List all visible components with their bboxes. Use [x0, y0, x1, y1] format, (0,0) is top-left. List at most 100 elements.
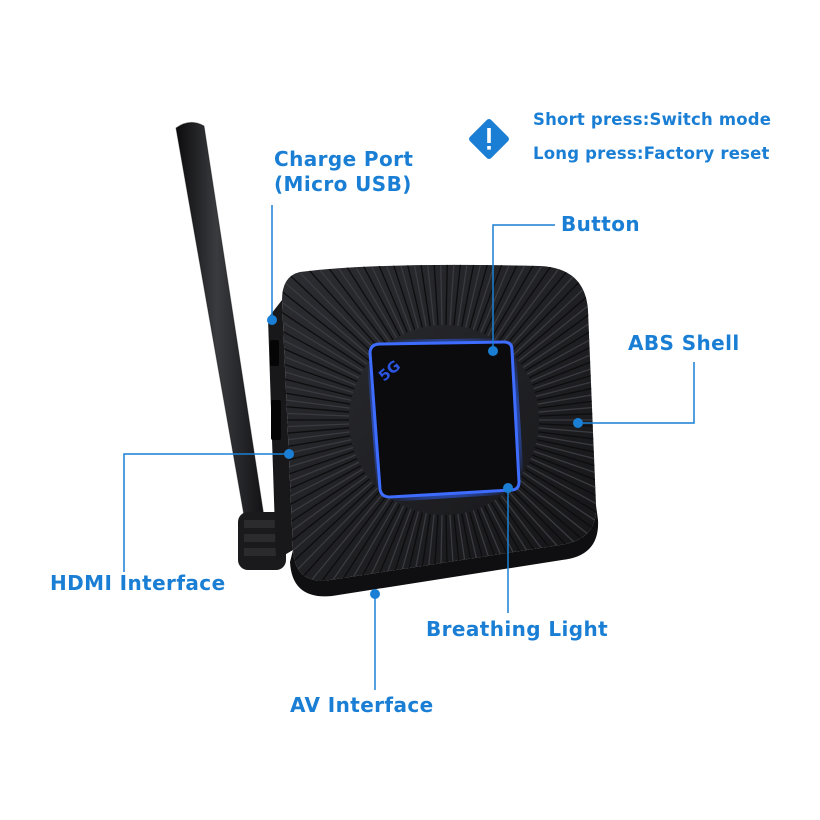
ridge-line [282, 492, 384, 581]
ridge-line [535, 442, 597, 486]
ridge-line [534, 446, 597, 496]
leader-dots [267, 315, 583, 599]
ridge-line [373, 264, 420, 329]
dot-charge-port [267, 315, 277, 325]
ridge-line [480, 264, 546, 333]
ridge-line [449, 264, 461, 326]
ridge-line [538, 431, 597, 454]
ridge-line [394, 513, 427, 581]
dot-button [488, 346, 498, 356]
ridge-line [322, 264, 401, 337]
ridge-line [530, 458, 597, 527]
ridge-line [304, 499, 394, 581]
ridge-line [520, 475, 597, 574]
ridge-line [282, 294, 362, 375]
label-charge-port: Charge Port (Micro USB) [274, 147, 413, 197]
ridge-line [282, 386, 350, 409]
ridge-line [507, 264, 597, 350]
ridge-line [373, 511, 420, 581]
leader-abs-shell [578, 362, 695, 424]
ridge-line [535, 354, 597, 398]
ridge-line [282, 454, 356, 517]
ridge-line [282, 472, 366, 565]
ridge-line [453, 514, 472, 581]
ridge-line [449, 514, 461, 581]
ridge-line [522, 472, 597, 565]
ridge-line [476, 508, 536, 581]
ridge-line [405, 264, 431, 327]
micro-usb-port [270, 340, 279, 366]
ridge-line [282, 435, 351, 465]
ridge-line [416, 514, 435, 581]
label-button: Button [561, 212, 640, 236]
ridge-line [282, 408, 350, 417]
label-hdmi-interface: HDMI Interface [50, 571, 226, 595]
ridge-line [282, 490, 381, 581]
ridge-line [536, 439, 597, 475]
ridge-line [282, 450, 355, 507]
ridge-line [282, 484, 376, 581]
ridge-line [537, 375, 597, 405]
label-charge-port-line2: (Micro USB) [274, 172, 412, 196]
ridge-line [468, 264, 515, 329]
device-front-edge [290, 505, 599, 597]
ridge-line [483, 264, 556, 335]
note-short-press: Short press:Switch mode [533, 110, 772, 129]
ridge-line [352, 508, 412, 581]
ridge-line [383, 264, 423, 328]
ridge-line [497, 264, 593, 343]
ridge-line [282, 264, 378, 353]
ridge-line [282, 427, 350, 443]
label-abs-shell: ABS Shell [628, 331, 740, 355]
ridge-line [282, 264, 373, 359]
label-av-interface: AV Interface [290, 693, 434, 717]
ridge-line [528, 303, 597, 379]
ridge-line [295, 497, 391, 581]
leader-button [492, 224, 555, 351]
ridge-line [405, 513, 431, 581]
ridge-line [363, 264, 416, 330]
ridge-line [537, 435, 597, 465]
ridge-line [515, 264, 597, 359]
ridge-line [504, 264, 597, 348]
ridge-line [282, 264, 376, 356]
ridge-line [494, 264, 584, 341]
ridge-line [282, 446, 354, 496]
ridge-line [457, 264, 483, 327]
ridge-line [332, 264, 405, 335]
ridge-line [286, 495, 388, 581]
ridge-line [534, 344, 597, 394]
ridge-line [526, 465, 597, 546]
ridge-line [468, 511, 515, 581]
ridge-line [282, 481, 373, 581]
ridge-line [490, 264, 575, 339]
ridge-line [533, 333, 597, 390]
ridge-line [536, 365, 597, 401]
ridge-line [518, 264, 597, 362]
ridge-line [538, 397, 597, 413]
ridge-line [282, 468, 364, 556]
ridge-line [282, 442, 353, 486]
hdmi-port [271, 400, 281, 440]
note-long-press: Long press:Factory reset [533, 144, 770, 163]
ridge-line [282, 354, 353, 398]
label-breathing-light: Breathing Light [426, 617, 609, 641]
ridge-line [394, 264, 427, 327]
ridge-line [512, 264, 597, 356]
ridge-line [476, 264, 536, 332]
ridge-line [457, 513, 483, 581]
ridge-line [282, 365, 352, 401]
ridge-line [282, 264, 384, 348]
ridge-line [282, 439, 352, 475]
ridge-line [500, 264, 597, 345]
ridge-line [282, 266, 368, 365]
ridge-line [461, 264, 494, 327]
ridge-line [282, 313, 358, 382]
ridge-line [282, 458, 358, 527]
ridge-line [282, 487, 378, 581]
ridge-line [512, 484, 597, 581]
ridge-line [532, 323, 597, 386]
ridge-line [282, 423, 350, 432]
warning-icon [469, 119, 509, 159]
